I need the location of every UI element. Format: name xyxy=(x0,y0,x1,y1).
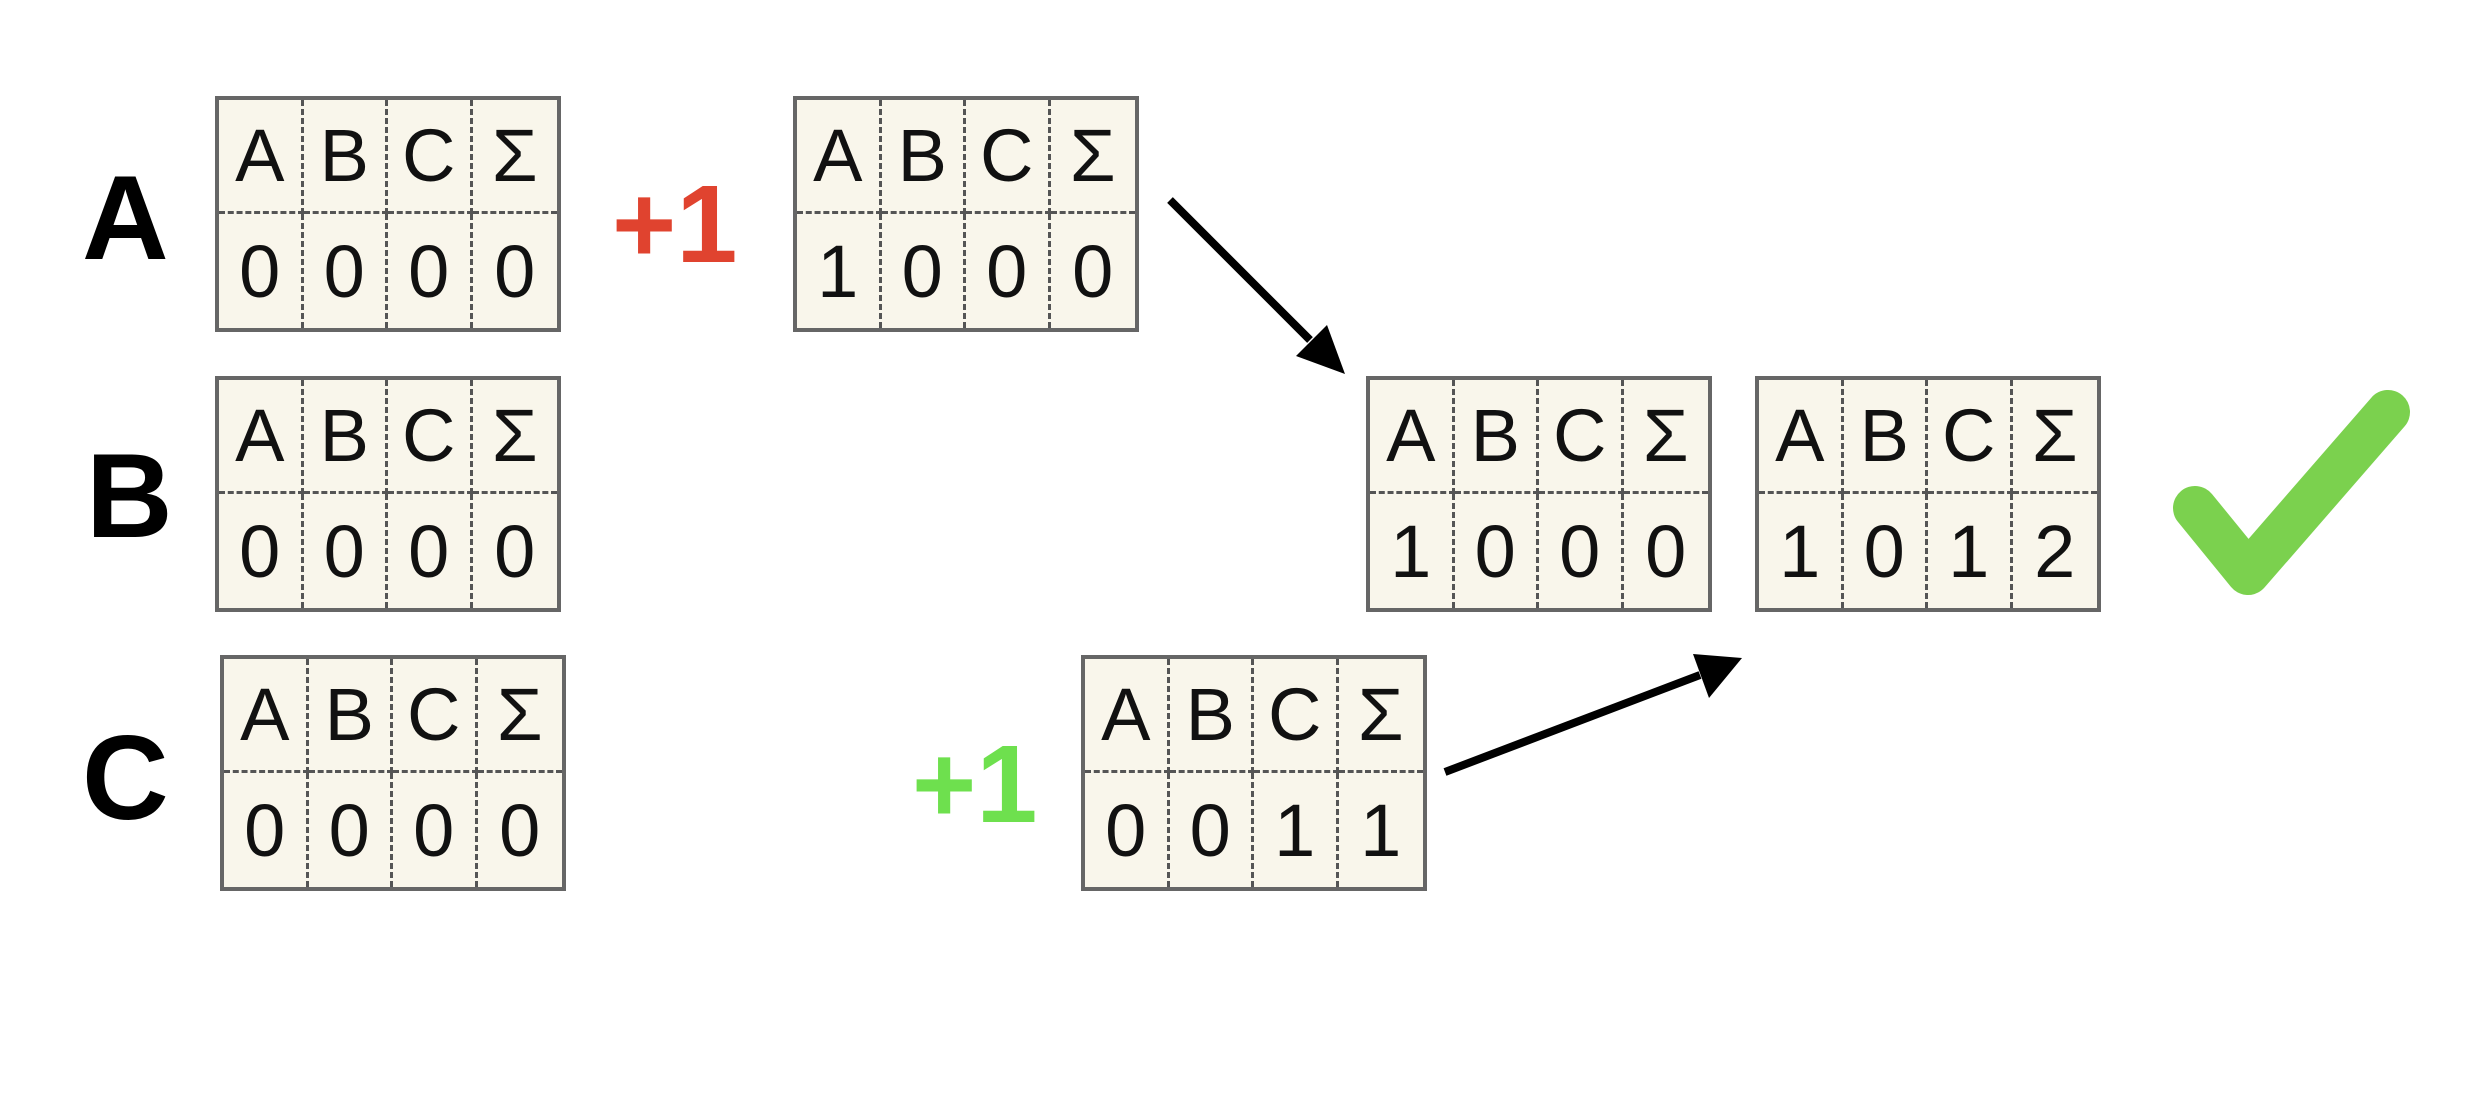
header-cell: B xyxy=(303,380,388,494)
value-cell: 1 xyxy=(1759,494,1844,608)
value-cell: 0 xyxy=(388,214,473,328)
value-cell: 0 xyxy=(499,788,541,872)
value-cell: 0 xyxy=(494,509,536,593)
increment-a: +1 xyxy=(612,163,738,286)
value-cell: 1 xyxy=(797,214,882,328)
arrow-a-head xyxy=(1296,325,1345,374)
header-cell: B xyxy=(1169,659,1254,773)
value-cell: 0 xyxy=(1170,773,1254,887)
value-cell: 0 xyxy=(494,229,536,313)
arrow-a-line xyxy=(1167,197,1313,343)
value-cell: 0 xyxy=(219,214,304,328)
header-cell: A xyxy=(219,100,304,214)
value-cell: 0 xyxy=(882,214,966,328)
value-cell: 0 xyxy=(1085,773,1170,887)
value-cell: 0 xyxy=(304,214,388,328)
value-cell: 0 xyxy=(304,494,388,608)
row-label-b: B xyxy=(86,429,173,563)
value-cell: 0 xyxy=(388,494,473,608)
header-cell: A xyxy=(219,380,304,494)
header-cell: Σ xyxy=(472,380,557,494)
header-cell: B xyxy=(1843,380,1928,494)
header-cell: C xyxy=(1928,380,2013,494)
header-cell: B xyxy=(881,100,966,214)
header-cell: C xyxy=(388,100,473,214)
value-cell: 2 xyxy=(2034,509,2076,593)
header-cell: C xyxy=(388,380,473,494)
value-cell: 0 xyxy=(224,773,309,887)
value-cell: 0 xyxy=(309,773,393,887)
increment-c: +1 xyxy=(912,723,1038,846)
arrow-c-head xyxy=(1693,654,1742,698)
header-cell: C xyxy=(1254,659,1339,773)
value-cell: 0 xyxy=(966,214,1051,328)
header-cell: Σ xyxy=(2012,380,2097,494)
header-cell: Σ xyxy=(1623,380,1708,494)
row-label-c: C xyxy=(82,711,169,845)
value-cell: 1 xyxy=(1360,788,1402,872)
value-cell: 0 xyxy=(1844,494,1928,608)
header-cell: A xyxy=(797,100,882,214)
value-cell: 0 xyxy=(1455,494,1539,608)
value-cell: 0 xyxy=(1072,229,1114,313)
value-cell: 1 xyxy=(1254,773,1339,887)
header-cell: Σ xyxy=(472,100,557,214)
header-cell: Σ xyxy=(1050,100,1135,214)
header-cell: Σ xyxy=(477,659,562,773)
arrow-up-right-icon xyxy=(1443,654,1742,776)
header-cell: C xyxy=(966,100,1051,214)
checkmark-stroke xyxy=(2173,390,2410,595)
header-cell: A xyxy=(1370,380,1455,494)
header-cell: B xyxy=(303,100,388,214)
header-cell: C xyxy=(1539,380,1624,494)
value-cell: 1 xyxy=(1370,494,1455,608)
header-cell: C xyxy=(393,659,478,773)
value-cell: 0 xyxy=(393,773,478,887)
arrow-c-line xyxy=(1443,671,1702,776)
row-label-a: A xyxy=(82,151,169,285)
header-cell: B xyxy=(1454,380,1539,494)
value-cell: 0 xyxy=(1645,509,1687,593)
header-cell: A xyxy=(1085,659,1170,773)
header-cell: A xyxy=(1759,380,1844,494)
header-cell: Σ xyxy=(1338,659,1423,773)
header-cell: B xyxy=(308,659,393,773)
header-cell: A xyxy=(224,659,309,773)
value-cell: 0 xyxy=(219,494,304,608)
value-cell: 0 xyxy=(1539,494,1624,608)
value-cell: 1 xyxy=(1928,494,2013,608)
arrow-down-right-icon xyxy=(1167,197,1345,374)
